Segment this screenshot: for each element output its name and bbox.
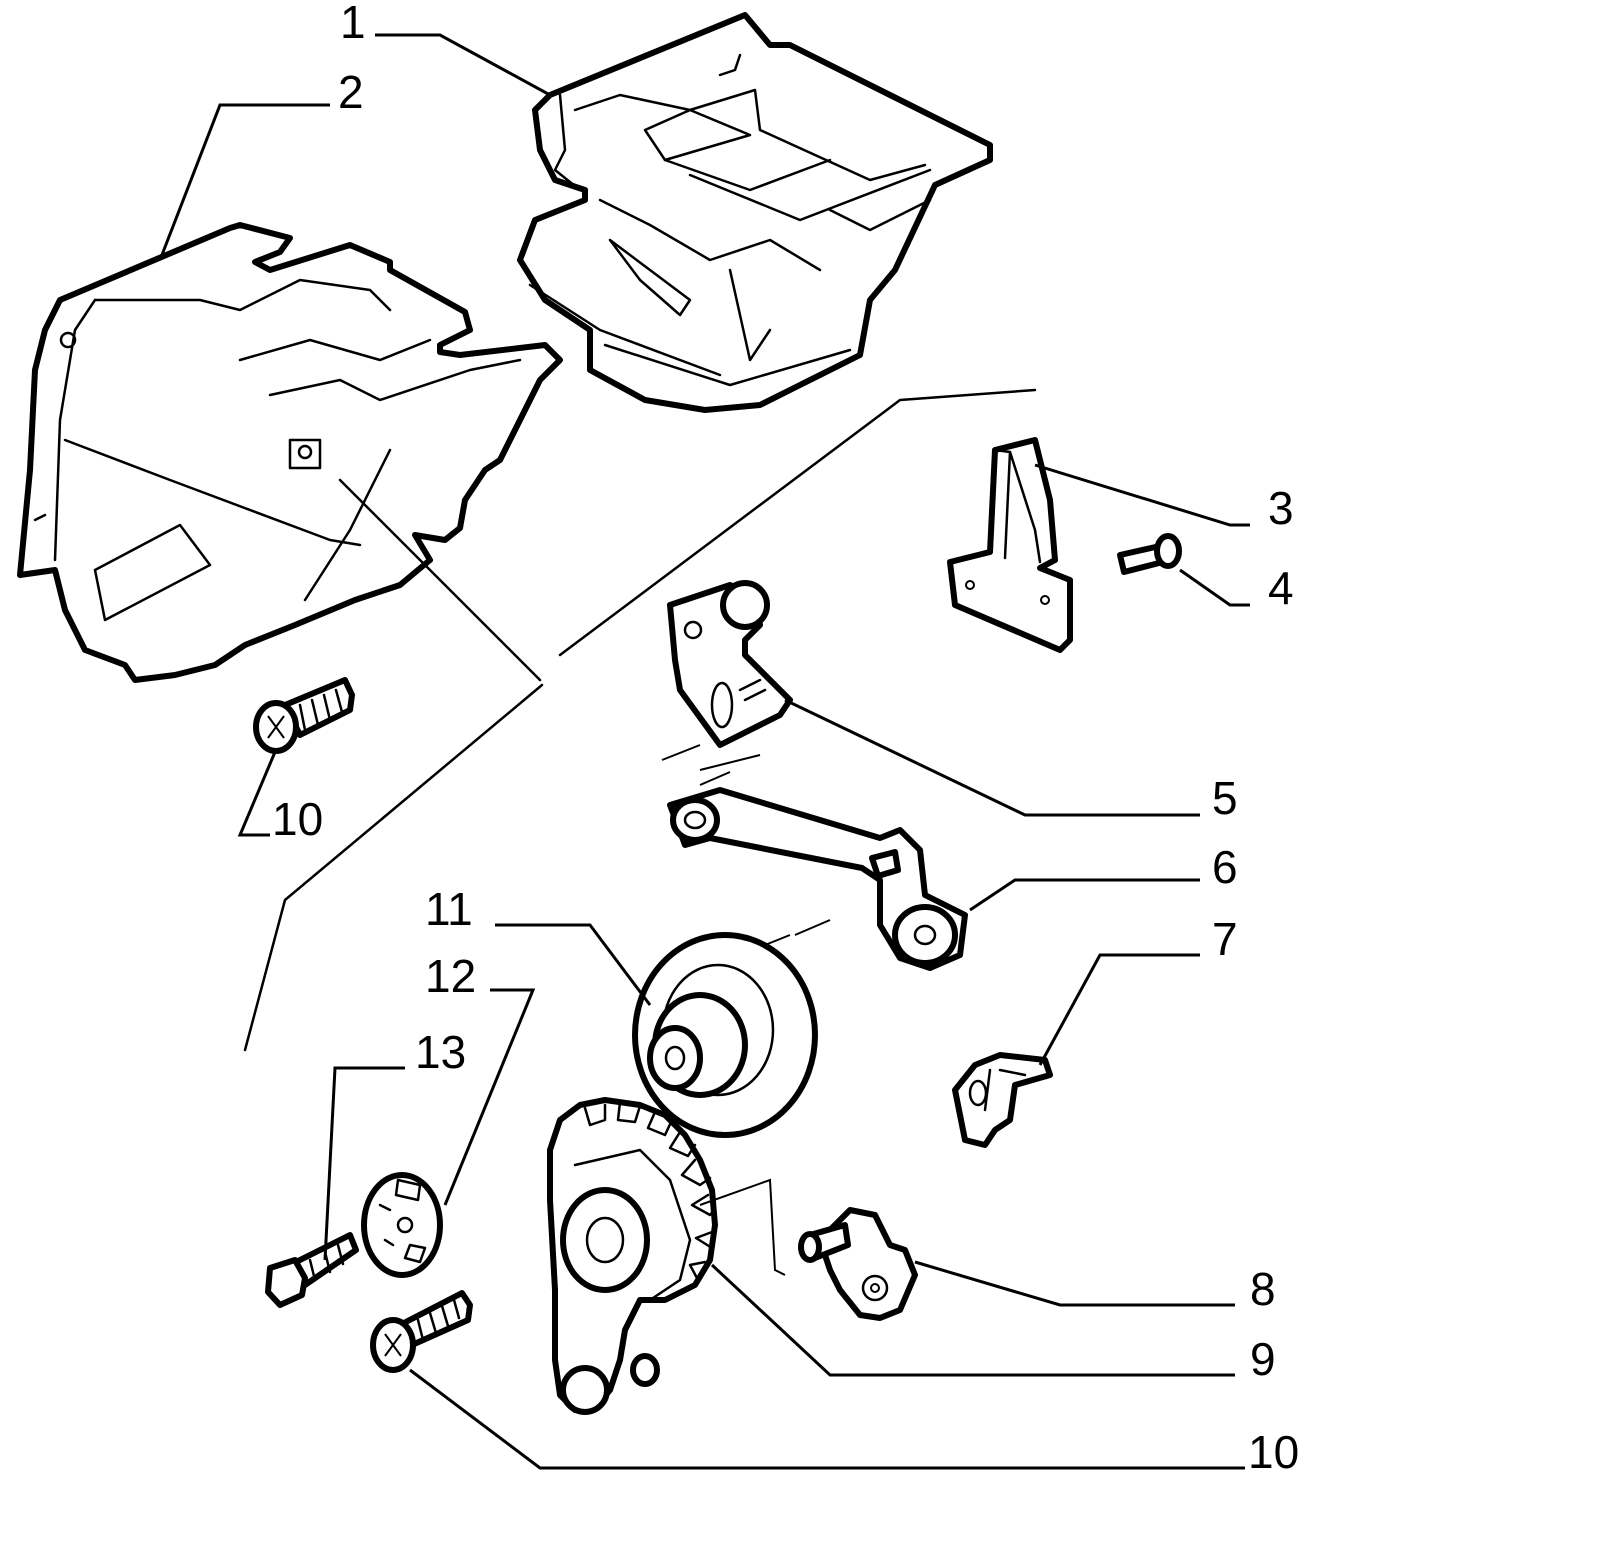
part-8-small-crank <box>798 1207 918 1321</box>
callout-1: 1 <box>340 0 366 48</box>
callout-10-lower: 10 <box>1248 1426 1299 1478</box>
callout-9: 9 <box>1250 1333 1276 1385</box>
callout-leaders <box>158 33 1250 1470</box>
part-13-screw <box>265 1232 359 1308</box>
callout-3: 3 <box>1268 482 1294 534</box>
callout-5: 5 <box>1212 772 1238 824</box>
callout-13: 13 <box>415 1026 466 1078</box>
part-6-crank-arm <box>667 787 968 971</box>
part-4-bolt <box>1117 533 1182 575</box>
part-9-sector-gear <box>547 1097 718 1415</box>
callout-6: 6 <box>1212 841 1238 893</box>
part-10-screw-upper <box>253 677 355 754</box>
part-2-lower-housing <box>17 222 563 683</box>
part-5-lever <box>667 580 793 748</box>
part-7-clip <box>952 1052 1053 1148</box>
callout-11: 11 <box>425 883 473 935</box>
callout-2: 2 <box>338 66 364 118</box>
callout-8: 8 <box>1250 1263 1276 1315</box>
part-3-bracket <box>947 437 1073 653</box>
assembly-guide-lines <box>243 388 1037 1276</box>
callout-7: 7 <box>1212 913 1238 965</box>
part-1-upper-housing <box>517 12 993 413</box>
callout-4: 4 <box>1268 562 1294 614</box>
callout-10-upper: 10 <box>272 793 323 845</box>
part-10-screw-lower <box>370 1290 473 1373</box>
callout-12: 12 <box>425 950 476 1002</box>
callout-labels: 1 2 3 4 5 6 7 8 9 10 10 11 12 13 <box>272 0 1299 1478</box>
part-12-cam-disc <box>361 1172 443 1278</box>
part-11-pulley <box>632 932 818 1138</box>
